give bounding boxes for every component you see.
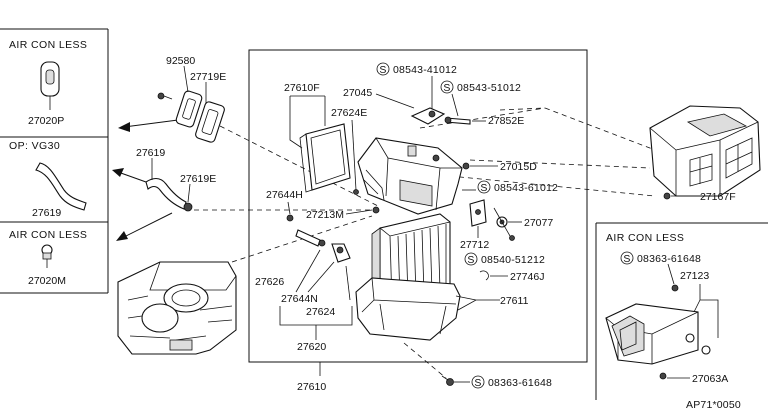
bracket-27712 — [469, 199, 487, 227]
screw-code-08543-51012: 08543-51012 — [457, 82, 521, 94]
screw-symbol-4: S — [467, 254, 474, 266]
screw-code-08543-61012: 08543-61012 — [494, 182, 558, 194]
gasket-27719E — [195, 101, 225, 143]
screw-symbol-5: S — [474, 377, 481, 389]
pipe-fitting-27626 — [295, 229, 326, 247]
part-label-27611: 27611 — [500, 295, 529, 307]
small-screw-left — [157, 92, 173, 100]
main-assembly-frame — [248, 49, 588, 363]
section-header-air-con-less-mid: AIR CON LESS — [9, 229, 87, 241]
blower-unit-assembly — [117, 261, 237, 355]
part-label-27213M: 27213M — [306, 209, 344, 221]
section-header-air-con-less-top: AIR CON LESS — [9, 39, 87, 51]
valve-27644N — [331, 243, 351, 263]
part-label-27015D: 27015D — [500, 161, 537, 173]
part-label-27626: 27626 — [255, 276, 284, 288]
screw-callout-1: S — [376, 62, 390, 76]
screw-code-08540-51212: 08540-51212 — [481, 254, 545, 266]
spring-clip-27746J — [479, 270, 489, 281]
direction-arrows — [112, 119, 179, 241]
part-label-27045: 27045 — [343, 87, 372, 99]
part-label-27077: 27077 — [524, 217, 553, 229]
part-label-27619: 27619 — [136, 147, 165, 159]
lower-housing — [355, 277, 461, 341]
part-label-92580: 92580 — [166, 55, 195, 67]
part-label-27020M: 27020M — [28, 275, 66, 287]
part-label-27167F: 27167F — [700, 191, 736, 203]
screw-symbol-2: S — [443, 82, 450, 94]
part-label-27852E: 27852E — [488, 115, 524, 127]
heater-duct-unit — [649, 105, 761, 197]
duct-screw — [663, 192, 671, 200]
upper-housing — [357, 137, 463, 215]
screw-symbol-3: S — [480, 182, 487, 194]
part-label-27712: 27712 — [460, 239, 489, 251]
part-label-27619-vg30: 27619 — [32, 207, 61, 219]
part-label-27123: 27123 — [680, 270, 709, 282]
part-label-27644H: 27644H — [266, 189, 303, 201]
hose-part — [35, 162, 87, 211]
gasket-92580 — [175, 90, 203, 128]
filter-frame-27610F — [299, 123, 351, 193]
section-header-op-vg30: OP: VG30 — [9, 140, 60, 152]
part-label-27610F: 27610F — [284, 82, 320, 94]
left-panel-frames — [0, 28, 109, 294]
part-label-27610: 27610 — [297, 381, 326, 393]
hose-27619 — [145, 177, 193, 212]
part-label-27619E: 27619E — [180, 173, 216, 185]
duct-adapter-27123 — [605, 303, 711, 365]
bracket-27620 — [279, 306, 353, 340]
bottom-screw — [441, 375, 454, 386]
screw-code-08363-61648-right: 08363-61648 — [637, 253, 701, 265]
part-label-27620: 27620 — [297, 341, 326, 353]
screw-callout-6: S — [620, 251, 634, 265]
right-bottom-screw — [659, 372, 667, 380]
screw-callout-3: S — [477, 180, 491, 194]
bracket-27611 — [455, 295, 500, 311]
actuator-part-27045 — [410, 107, 446, 125]
part-label-27020P: 27020P — [28, 115, 64, 127]
part-label-27624: 27624 — [306, 306, 335, 318]
part-label-27644N: 27644N — [281, 293, 318, 305]
screw-symbol-1: S — [379, 64, 386, 76]
screw-code-08363-61648-bottom: 08363-61648 — [488, 377, 552, 389]
part-label-27746J: 27746J — [510, 271, 544, 283]
part-label-27063A: 27063A — [692, 373, 728, 385]
diagram-reference-code: AP71*0050 — [686, 399, 741, 411]
screw-callout-5: S — [471, 375, 485, 389]
right-panel-frame — [595, 222, 768, 400]
part-label-27624E: 27624E — [331, 107, 367, 119]
cover-plate-part — [40, 61, 60, 110]
clip-part — [41, 244, 53, 268]
section-header-air-con-less-right: AIR CON LESS — [606, 232, 684, 244]
link-part-27852E — [444, 116, 471, 125]
screw-code-08543-41012: 08543-41012 — [393, 64, 457, 76]
screw-callout-4: S — [464, 252, 478, 266]
screw-callout-2: S — [440, 80, 454, 94]
part-label-27719E: 27719E — [190, 71, 226, 83]
screw-symbol-6: S — [623, 253, 630, 265]
